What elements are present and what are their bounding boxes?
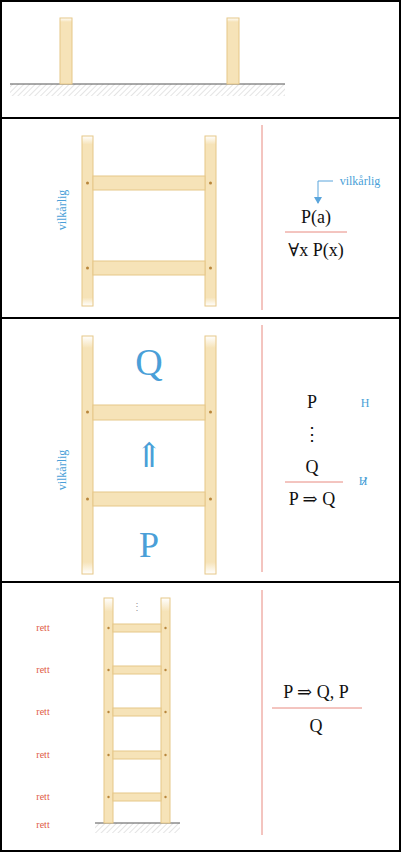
hypothesis: P	[307, 393, 317, 411]
rule-side-note: vilkårlig	[56, 190, 68, 231]
premise: P(a)	[301, 208, 331, 226]
hypothesis-mark: H	[361, 397, 370, 409]
ladder-letter: P	[139, 527, 159, 563]
ladder-letter: Q	[135, 343, 162, 381]
ellipsis: ⋮	[303, 425, 321, 443]
derived-formula: Q	[306, 458, 319, 476]
conclusion: ∀x P(x)	[288, 241, 343, 259]
ellipsis: ⋮	[132, 602, 142, 612]
ladder-arrow: ⇑	[135, 439, 164, 473]
premises: P ⇒ Q, P	[283, 683, 348, 701]
rule-side-note: vilkårlig	[56, 450, 68, 491]
rung-note: rett	[36, 707, 49, 717]
conclusion: Q	[310, 717, 323, 735]
discharged-mark: H	[359, 475, 368, 487]
callout-note: vilkårlig	[340, 175, 381, 187]
rung-note: rett	[36, 750, 49, 760]
conclusion: P ⇒ Q	[289, 490, 335, 508]
rung-note: rett	[36, 792, 49, 802]
rung-note: rett	[36, 665, 49, 675]
rung-note: rett	[36, 820, 49, 830]
rung-note: rett	[36, 623, 49, 633]
